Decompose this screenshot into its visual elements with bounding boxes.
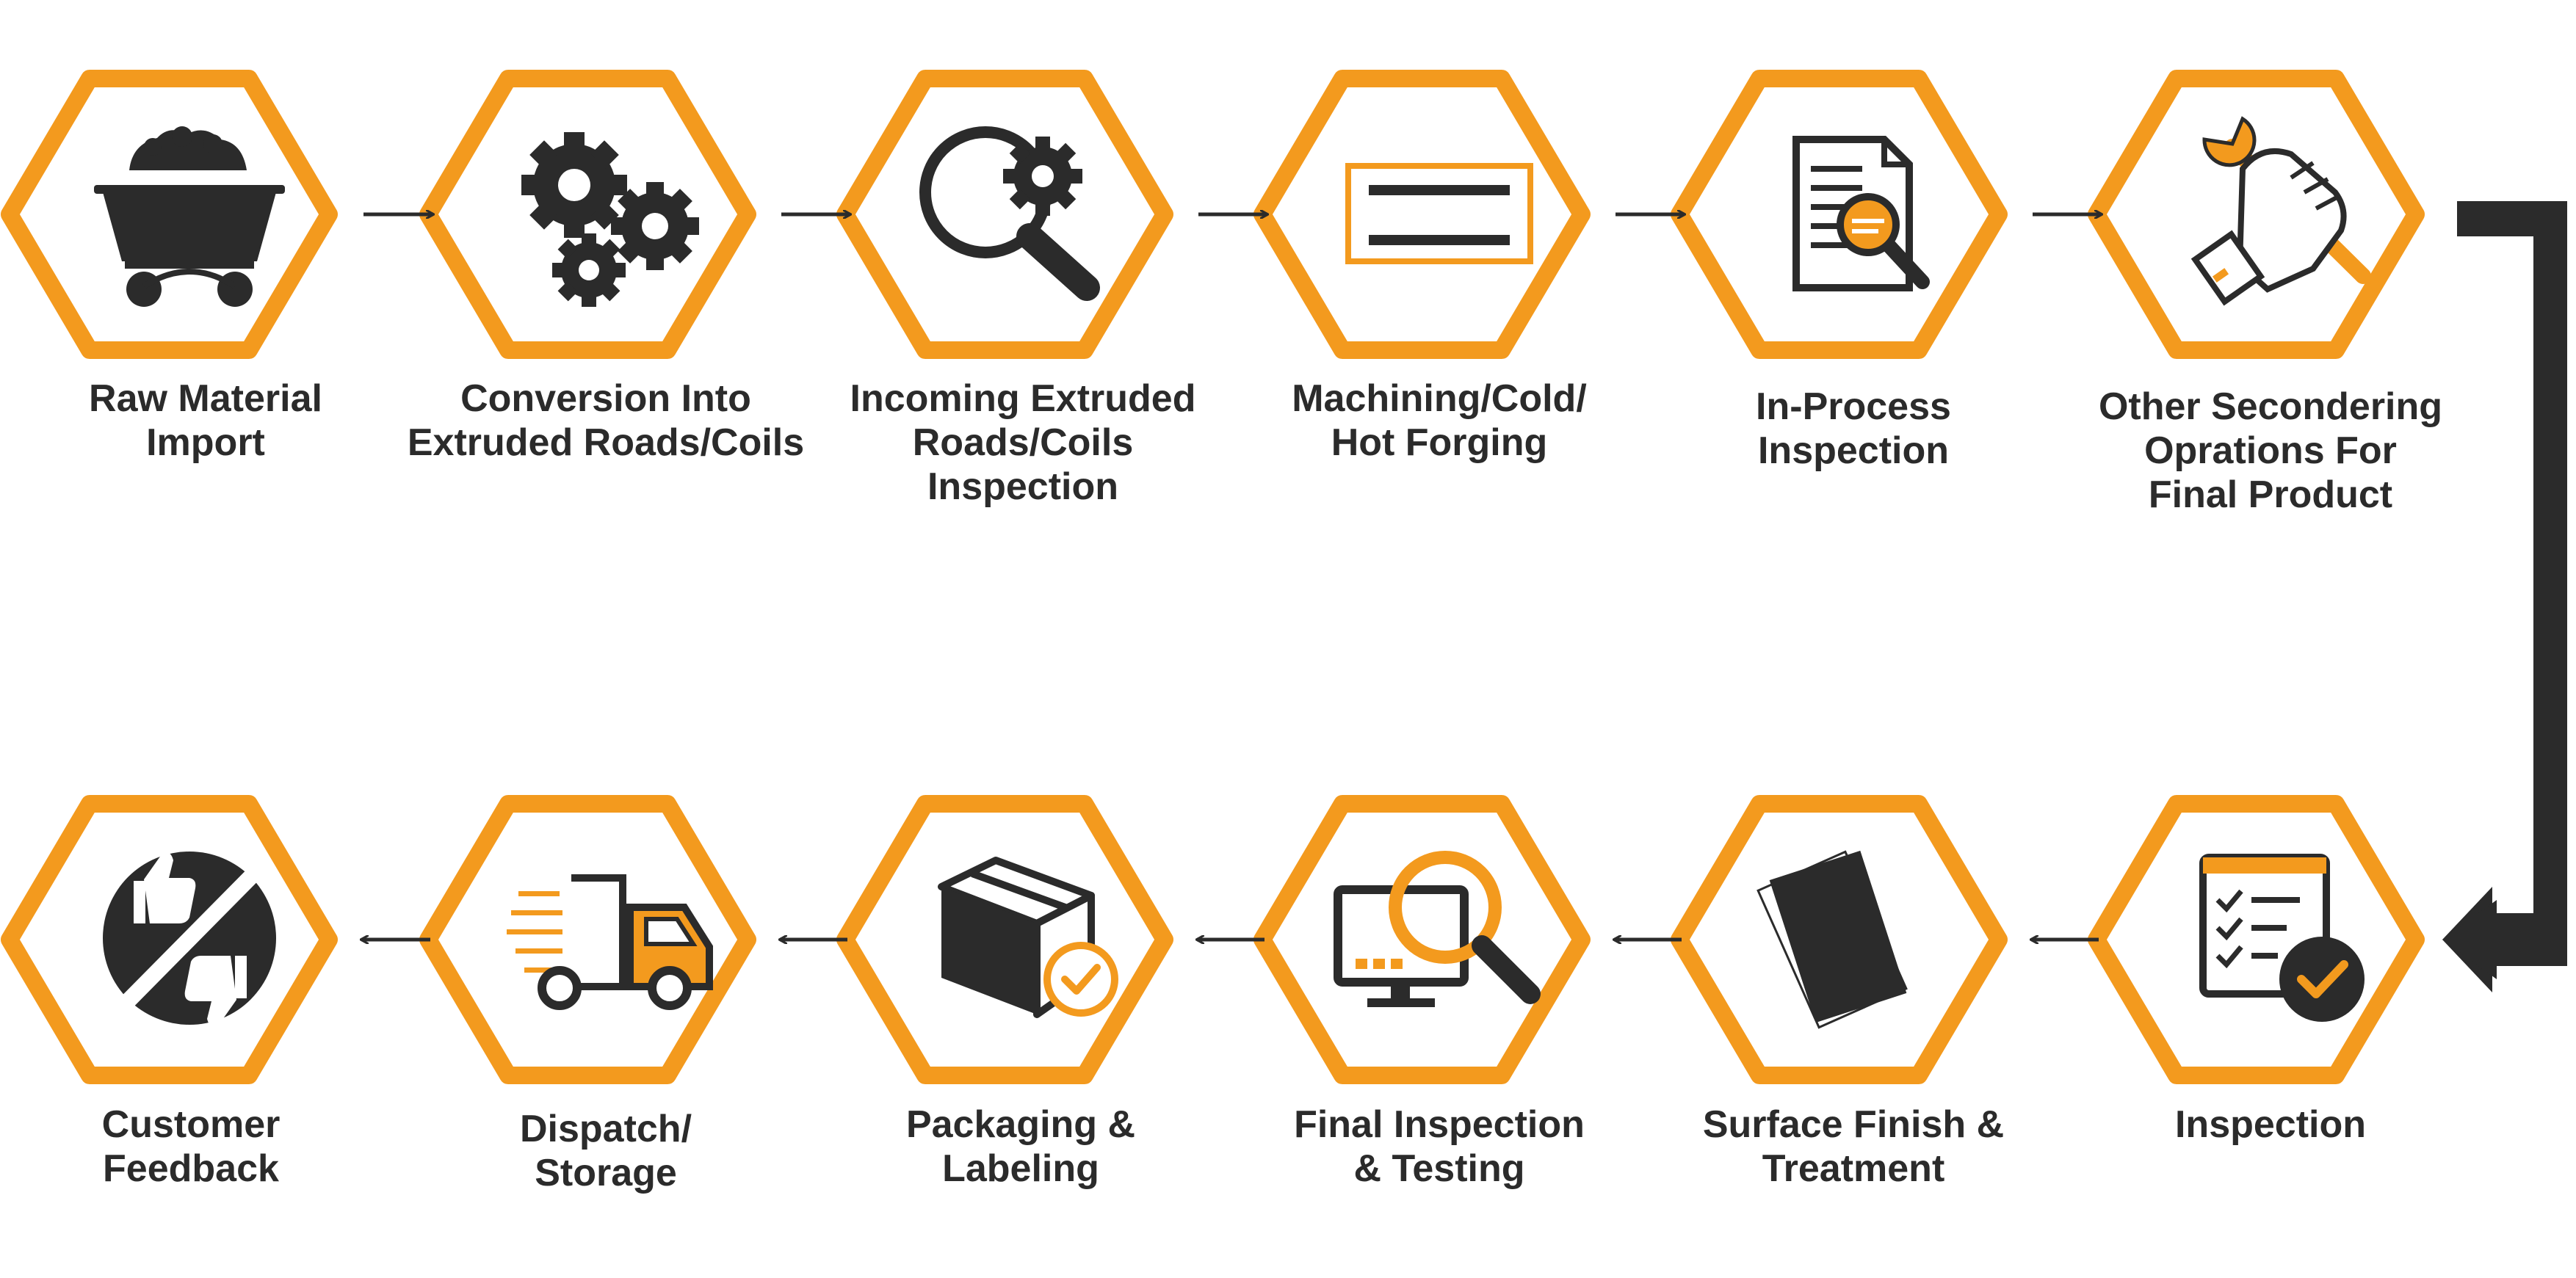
step-11-label-line-2: Storage xyxy=(535,1152,677,1194)
step-9-label-line-1: Final Inspection xyxy=(1294,1103,1585,1146)
step-11-label-line-1: Dispatch/ xyxy=(519,1108,692,1150)
thumbs-feedback-icon xyxy=(103,852,276,1027)
step-label-surface-finish: Surface Finish & Treatment xyxy=(1626,1103,2081,1191)
step-3-label-line-1: Incoming Extruded xyxy=(850,377,1196,420)
package-check-icon xyxy=(938,857,1118,1018)
step-2-label-line-2: Extruded Roads/Coils xyxy=(407,421,805,464)
step-4-label-line-1: Machining/Cold/ xyxy=(1292,377,1587,420)
step-6-label-line-3: Final Product xyxy=(2148,473,2393,516)
step-label-in-process-inspection: In-Process Inspection xyxy=(1626,385,2081,473)
step-label-machining-forging: Machining/Cold/ Hot Forging xyxy=(1212,377,1667,465)
step-10-label-line-1: Packaging & xyxy=(905,1103,1136,1146)
step-3-label-line-2: Roads/Coils xyxy=(912,421,1134,464)
monitor-magnifier-icon xyxy=(1334,851,1541,1007)
step-2-label-line-1: Conversion Into xyxy=(460,377,751,420)
step-8-label-line-1: Surface Finish & xyxy=(1702,1103,2005,1146)
connector-arrowhead xyxy=(2442,900,2497,979)
step-label-packaging: Packaging & Labeling xyxy=(793,1103,1248,1191)
step-label-secondary-operations: Other Secondering Oprations For Final Pr… xyxy=(2043,385,2498,517)
step-3-hexagon xyxy=(836,70,1173,359)
step-5-label-line-2: Inspection xyxy=(1757,429,1950,472)
step-1-label-line-2: Import xyxy=(146,421,265,464)
step-label-inspection: Inspection xyxy=(2043,1103,2498,1147)
gears-icon xyxy=(521,132,699,307)
step-9-label-line-2: & Testing xyxy=(1353,1147,1525,1190)
step-4-label-line-2: Hot Forging xyxy=(1331,421,1548,464)
document-magnifier-icon xyxy=(1792,136,1930,291)
delivery-truck-icon xyxy=(507,874,713,1010)
step-12-label-line-1: Customer xyxy=(101,1103,281,1146)
step-label-customer-feedback: Customer Feedback xyxy=(0,1103,419,1191)
step-label-final-inspection: Final Inspection & Testing xyxy=(1212,1103,1667,1191)
step-3-label-line-3: Inspection xyxy=(927,465,1119,508)
step-label-dispatch: Dispatch/ Storage xyxy=(378,1107,833,1195)
step-5-label-line-1: In-Process xyxy=(1756,385,1951,428)
step-label-incoming-inspection: Incoming Extruded Roads/Coils Inspection xyxy=(795,377,1251,509)
step-8-label-line-2: Treatment xyxy=(1762,1147,1945,1190)
step-1-label-line-1: Raw Material xyxy=(89,377,322,420)
step-10-label-line-2: Labeling xyxy=(942,1147,1099,1190)
connector-arrow-shaft xyxy=(2533,201,2567,966)
step-12-label-line-2: Feedback xyxy=(103,1147,279,1190)
step-6-label-line-1: Other Secondering xyxy=(2098,385,2443,428)
step-6-label-line-2: Oprations For xyxy=(2144,429,2397,472)
checklist-icon xyxy=(2199,854,2365,1022)
step-label-raw-material-import: Raw Material Import xyxy=(0,377,433,465)
surface-plates-icon xyxy=(1756,850,1908,1029)
step-label-conversion: Conversion Into Extruded Roads/Coils xyxy=(378,377,833,465)
step-7-label-line-1: Inspection xyxy=(2174,1103,2367,1146)
hand-wrench-icon xyxy=(2190,116,2371,306)
mine-cart-icon xyxy=(94,126,285,307)
metal-bar-icon xyxy=(1345,163,1533,264)
connector-arrow-bottom xyxy=(2492,926,2567,966)
